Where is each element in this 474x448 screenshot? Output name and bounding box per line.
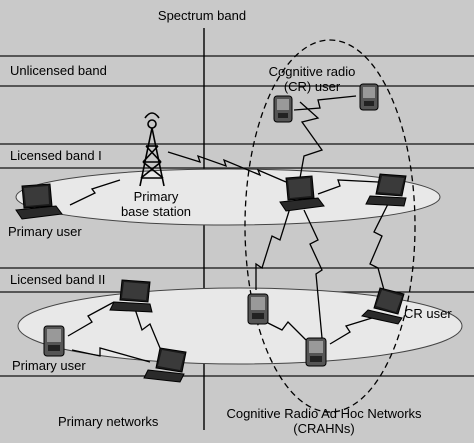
link-cr-bottom-right	[329, 317, 373, 345]
footer-left-label: Primary networks	[58, 414, 159, 429]
axis-label: Spectrum band	[158, 8, 246, 23]
crahn-boundary	[244, 39, 416, 413]
cr-user-laptop-icon	[365, 173, 407, 207]
footer-right-label: (CRAHNs)	[293, 421, 354, 436]
footer-right-label: Cognitive Radio Ad Hoc Networks	[226, 406, 422, 421]
band-label-licensed-1: Licensed band I	[10, 148, 102, 163]
cr-user-pda-icon	[359, 83, 379, 111]
base-station-label: base station	[121, 204, 191, 219]
primary-user-laptop-icon	[143, 347, 187, 383]
primary-user-label: Primary user	[12, 358, 86, 373]
link-cr-top-mid	[299, 101, 324, 179]
link-cr-bottom	[265, 321, 307, 341]
primary-user-pda-icon	[43, 325, 65, 357]
band-label-unlicensed: Unlicensed band	[10, 63, 107, 78]
wireless-links	[67, 95, 389, 363]
cr-user-laptop-icon	[279, 175, 325, 212]
licensed-band-1-network	[15, 168, 441, 226]
cr-user-pda-icon	[305, 337, 327, 367]
link-cr-right-bottom	[369, 203, 389, 291]
link-cr-mid-bottom	[303, 209, 323, 339]
link-base-cr	[167, 151, 287, 183]
base-station-label: Primary	[134, 189, 179, 204]
primary-user-laptop-icon	[15, 183, 63, 220]
band-label-licensed-2: Licensed band II	[10, 272, 105, 287]
link-primary-band2-b	[71, 347, 151, 363]
link-cr-mid-right	[317, 179, 379, 195]
primary-user-label: Primary user	[8, 224, 82, 239]
link-primary-user-base	[69, 179, 121, 206]
cr-user-group-label: (CR) user	[284, 79, 341, 94]
cr-user-group-label: Cognitive radio	[269, 64, 356, 79]
base-station-tower-icon	[139, 112, 165, 187]
cr-user-laptop-icon	[361, 287, 405, 325]
link-primary-band2-a	[67, 301, 115, 337]
cr-user-label: CR user	[404, 306, 452, 321]
cr-user-pda-icon	[247, 293, 269, 325]
link-primary-band2-c	[133, 305, 161, 349]
cr-user-pda-icon	[273, 95, 293, 123]
link-cr-mid-down	[255, 207, 291, 290]
primary-user-laptop-icon	[109, 279, 153, 313]
link-cr-top-right	[293, 95, 357, 111]
